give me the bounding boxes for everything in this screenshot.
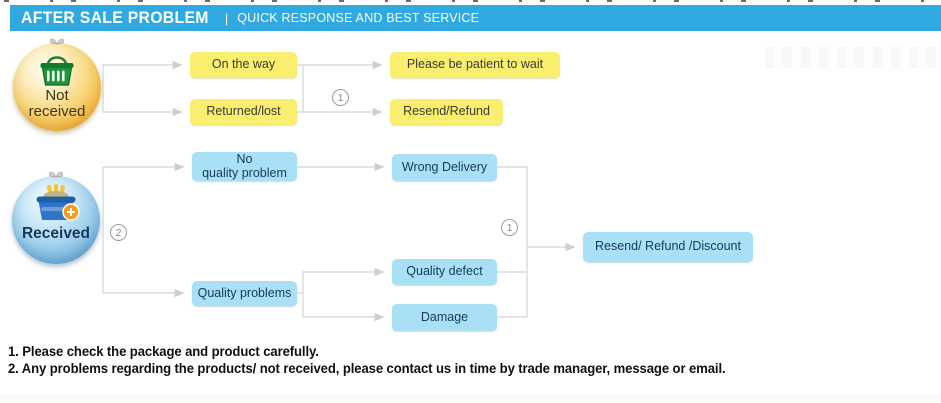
- flow-box-quality-defect: Quality defect: [392, 259, 497, 285]
- flow-box-please-be-patient: Please be patient to wait: [390, 52, 560, 78]
- step-badge-1-not-received: 1: [332, 89, 349, 106]
- banner-title: AFTER SALE PROBLEM: [21, 8, 209, 27]
- flow-box-resend-refund: Resend/Refund: [390, 99, 503, 125]
- ribbon-knot-icon: [50, 38, 64, 45]
- banner-subtitle: QUICK RESPONSE AND BEST SERVICE: [237, 11, 480, 25]
- faint-watermark: [765, 47, 937, 68]
- flow-box-no-quality-problem: No quality problem: [192, 152, 297, 181]
- green-shopping-basket-icon: [40, 56, 74, 86]
- no-quality-line1: No: [236, 152, 253, 166]
- step-badge-1-merge: 1: [501, 219, 518, 236]
- flow-box-quality-problems: Quality problems: [192, 281, 297, 306]
- flow-box-resend-refund-discount: Resend/ Refund /Discount: [583, 232, 753, 262]
- flow-box-returned-lost: Returned/lost: [190, 99, 297, 125]
- cropped-text-remnant: [4, 0, 934, 2]
- flow-box-wrong-delivery: Wrong Delivery: [392, 154, 497, 181]
- source-label-received: Received: [21, 225, 91, 242]
- flow-box-on-the-way: On the way: [190, 52, 297, 78]
- step-badge-2-received: 2: [110, 224, 127, 241]
- note-line-1: 1. Please check the package and product …: [8, 344, 319, 359]
- flow-box-damage: Damage: [392, 304, 497, 331]
- blue-shopping-basket-plus-icon: [36, 184, 80, 221]
- note-line-2: 2. Any problems regarding the products/ …: [8, 361, 726, 376]
- section-banner: AFTER SALE PROBLEM | QUICK RESPONSE AND …: [10, 5, 941, 31]
- source-node-not-received: Not received: [13, 38, 101, 131]
- source-label-not-received: Not received: [28, 87, 86, 120]
- no-quality-line2: quality problem: [202, 165, 287, 180]
- next-section-edge: [0, 394, 941, 403]
- banner-separator: |: [224, 10, 229, 26]
- source-node-received: Received: [12, 171, 100, 264]
- footer-notes: 1. Please check the package and product …: [8, 343, 748, 377]
- ribbon-knot-icon: [49, 171, 63, 178]
